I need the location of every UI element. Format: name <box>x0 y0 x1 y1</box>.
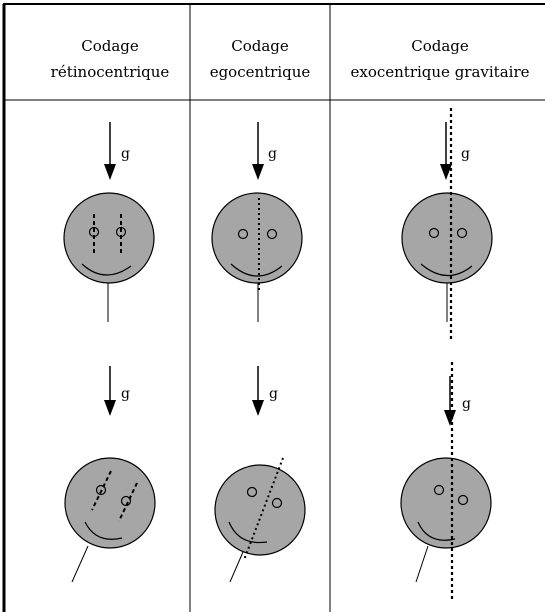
face-icon <box>64 457 156 583</box>
face-icon <box>211 192 303 322</box>
table-frame <box>2 3 545 612</box>
gravity-arrow-icon: g <box>440 122 470 180</box>
header-col2-line1: Codage <box>231 37 289 55</box>
header-col3-line1: Codage <box>411 37 469 55</box>
row2-col3-cell: g <box>400 362 492 600</box>
gravity-arrow-icon: g <box>252 122 277 180</box>
gravity-label: g <box>461 146 470 162</box>
row1-col2-cell: g <box>211 122 303 322</box>
header-col3-line2: exocentrique gravitaire <box>350 63 529 81</box>
row1-col3-cell: g <box>401 108 493 342</box>
row1-col1-cell: g <box>63 122 155 322</box>
face-icon <box>63 192 155 322</box>
header-col1-line2: rétinocentrique <box>51 63 170 81</box>
face-icon <box>400 457 492 583</box>
row2-col2-cell: g <box>214 366 306 583</box>
row2-col1-cell: g <box>64 366 156 583</box>
gravity-label: g <box>269 386 278 402</box>
gravity-label: g <box>121 146 130 162</box>
column-headers: Codage rétinocentrique Codage egocentriq… <box>51 37 530 81</box>
gravity-label: g <box>121 386 130 402</box>
face-icon <box>401 192 493 322</box>
gravity-label: g <box>462 396 471 412</box>
header-col1-line1: Codage <box>81 37 139 55</box>
header-col2-line2: egocentrique <box>210 63 311 81</box>
gravity-arrow-icon: g <box>104 122 130 180</box>
face-icon <box>214 457 306 583</box>
gravity-label: g <box>268 146 277 162</box>
gravity-arrow-icon: g <box>252 366 278 416</box>
gravity-arrow-icon: g <box>444 376 471 426</box>
gravity-arrow-icon: g <box>104 366 130 416</box>
